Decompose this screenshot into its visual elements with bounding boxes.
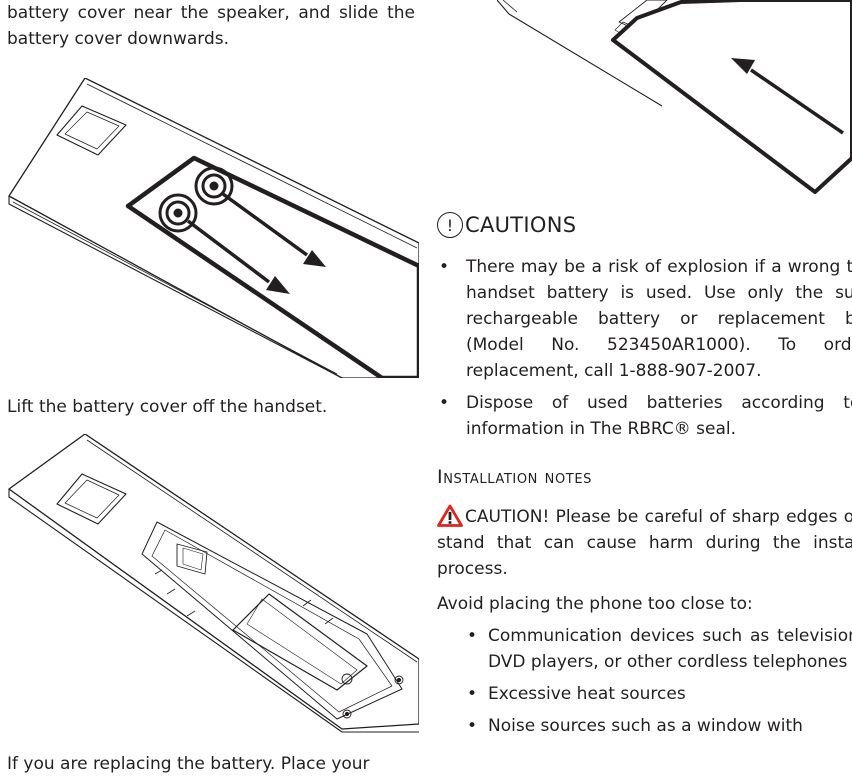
list-item: • There may be a risk of explosion if a w… <box>437 254 852 384</box>
handset-slide-cover-illustration <box>8 78 419 378</box>
exclamation-circle-icon: ! <box>437 212 463 238</box>
list-item: • Communication devices such as televisio… <box>467 623 852 675</box>
handset-cover-removed-illustration <box>8 434 419 733</box>
list-item-text: Dispose of used batteries according to t… <box>466 393 852 439</box>
avoid-list: • Communication devices such as televisio… <box>467 623 852 745</box>
list-item: • Dispose of used batteries according to … <box>437 390 852 442</box>
cautions-list: • There may be a risk of explosion if a w… <box>437 254 852 448</box>
installation-notes-heading: Installation notes <box>437 466 593 488</box>
list-item-text: Excessive heat sources <box>488 684 686 704</box>
intro-paragraph: battery cover near the speaker, and slid… <box>7 3 415 49</box>
bullet-mark: • <box>439 257 450 277</box>
replace-battery-paragraph: If you are replacing the battery. Place … <box>7 754 370 774</box>
right-column: ! CAUTIONS • There may be a risk of explo… <box>437 0 852 762</box>
caution-warning-paragraph: CAUTION! Please be careful of sharp edge… <box>437 504 852 582</box>
bullet-mark: • <box>439 393 450 413</box>
lift-cover-paragraph: Lift the battery cover off the handset. <box>7 397 328 417</box>
bullet-mark: • <box>467 626 478 646</box>
list-item-text: Communication devices such as television… <box>488 626 852 672</box>
caution-warning-text: CAUTION! Please be careful of sharp edge… <box>437 507 852 579</box>
avoid-placing-text: Avoid placing the phone too close to: <box>437 594 753 614</box>
list-item: • Noise sources such as a window with <box>467 713 852 739</box>
cautions-heading: ! CAUTIONS <box>437 208 576 242</box>
warning-triangle-icon <box>437 504 463 527</box>
bullet-mark: • <box>467 716 478 736</box>
list-item-text: Noise sources such as a window with <box>488 716 803 736</box>
left-column: battery cover near the speaker, and slid… <box>7 0 419 774</box>
list-item-text: There may be a risk of explosion if a wr… <box>466 257 852 381</box>
list-item: • Excessive heat sources <box>467 681 852 707</box>
bullet-mark: • <box>467 684 478 704</box>
cautions-title: CAUTIONS <box>465 213 577 237</box>
battery-cover-slide-up-illustration <box>497 0 852 194</box>
